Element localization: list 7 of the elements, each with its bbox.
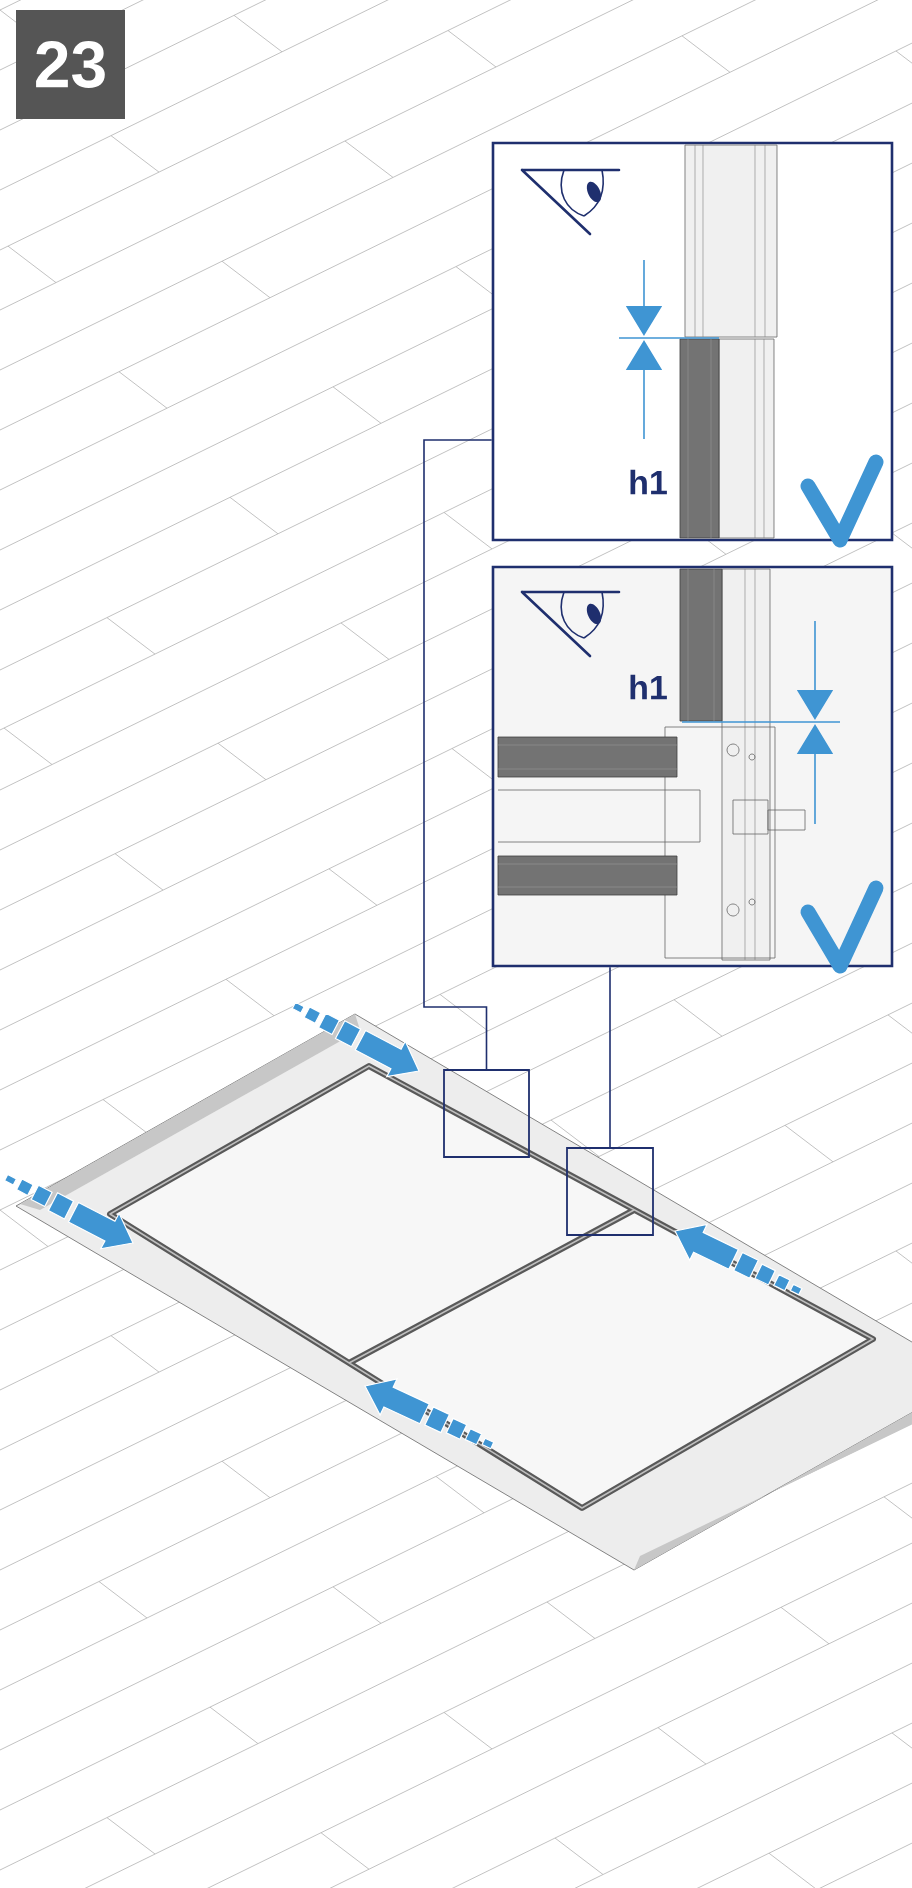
dimension-label: h1	[630, 674, 667, 700]
leader-line	[423, 439, 493, 1070]
callout-box	[443, 1069, 530, 1158]
leader-line	[609, 966, 611, 1148]
step-number: 23	[16, 10, 125, 119]
callout-box	[566, 1147, 654, 1236]
dimension-label: h1	[630, 469, 667, 495]
